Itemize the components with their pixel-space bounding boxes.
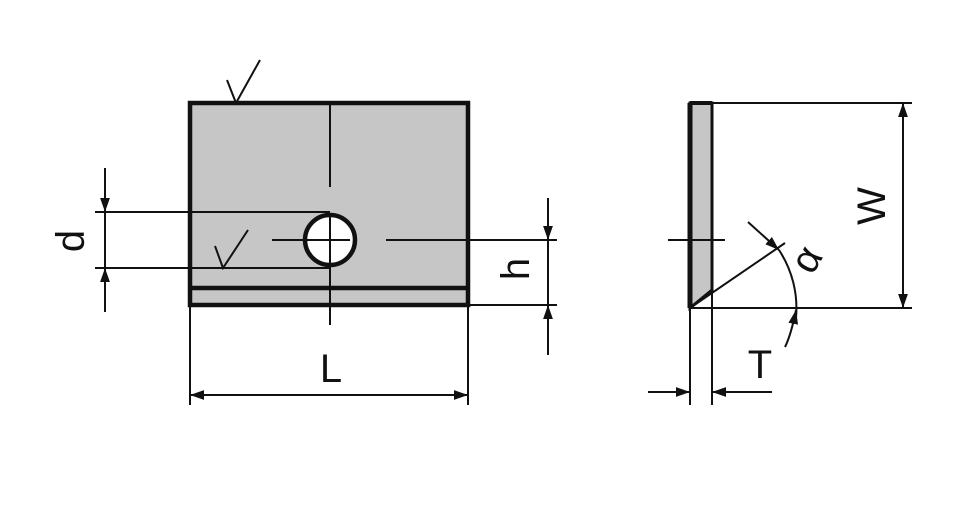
- label-W: W: [850, 187, 894, 225]
- label-d: d: [49, 230, 93, 252]
- surface-finish-icon: [214, 229, 249, 271]
- label-alpha: α: [782, 238, 832, 280]
- label-T: T: [748, 343, 772, 387]
- dimension-d: [95, 168, 330, 312]
- surface-finish-icon: [226, 59, 261, 106]
- side-dimension-lines: [648, 102, 912, 405]
- front-view: d h L: [49, 59, 557, 405]
- label-L: L: [320, 347, 342, 391]
- dimension-L: [189, 305, 469, 405]
- centerlines: [272, 103, 557, 325]
- dimension-h: [468, 198, 557, 355]
- label-h: h: [494, 258, 538, 280]
- insert-side: [688, 101, 714, 312]
- side-view: W T α: [648, 101, 912, 405]
